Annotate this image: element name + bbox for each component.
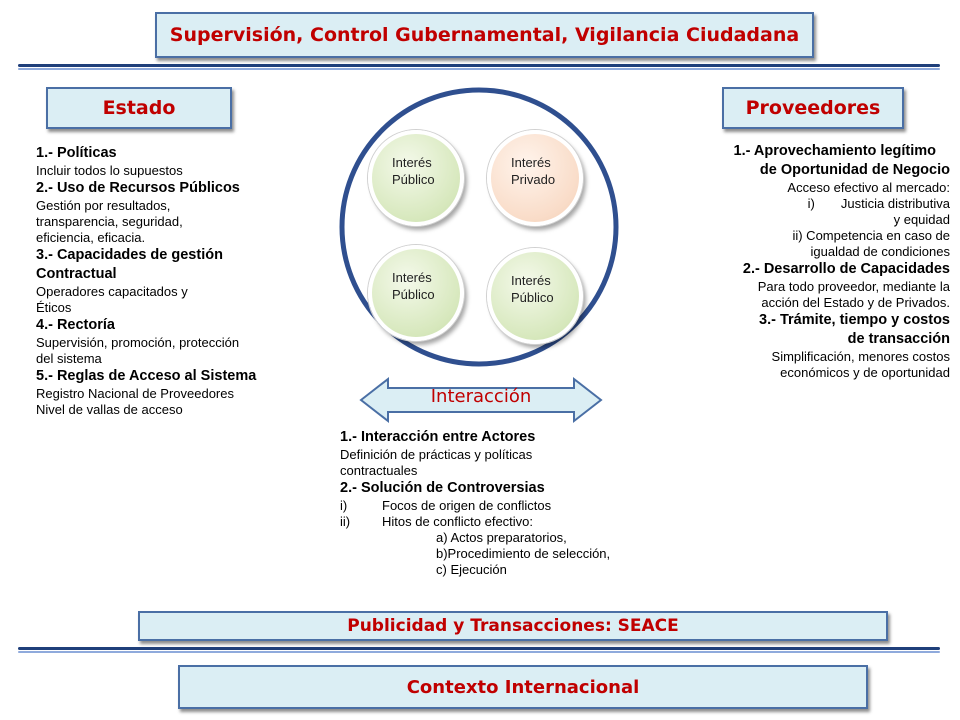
proveedores-item-3-heading: 3.- Trámite, tiempo y costos [759, 312, 950, 328]
proveedores-item-2-line: acción del Estado y de Privados. [761, 295, 950, 310]
estado-item-4-line: del sistema [36, 351, 102, 366]
proveedores-item-1-line: ii) Competencia en caso de [792, 228, 950, 243]
estado-item-3-line: Éticos [36, 300, 72, 315]
estado-item-3-heading: Contractual [36, 266, 117, 282]
node-interes-publico: Interés Público [368, 130, 464, 226]
proveedores-item-3-line: Simplificación, menores costos [771, 349, 950, 364]
proveedores-item-3-line: económicos y de oportunidad [780, 365, 950, 380]
interaccion-sub-item: b)Procedimiento de selección, [436, 546, 611, 561]
header-title: Supervisión, Control Gubernamental, Vigi… [169, 24, 800, 46]
proveedores-item-2-line: Para todo proveedor, mediante la [757, 279, 950, 294]
interaction-circle [339, 87, 619, 367]
estado-item-5-line: Nivel de vallas de acceso [36, 402, 183, 417]
proveedores-item-1-line: Acceso efectivo al mercado: [787, 180, 950, 195]
node-interes-publico: Interés Público [487, 248, 583, 344]
proveedores-item-2-heading: 2.- Desarrollo de Capacidades [742, 261, 950, 277]
node-label-line: Interés [392, 155, 432, 170]
roman-text: Focos de origen de conflictos [382, 498, 552, 513]
interaccion-item-1-heading: 1.- Interacción entre Actores [340, 429, 536, 445]
bottom-divider [18, 647, 940, 653]
estado-item-2-line: Gestión por resultados, [36, 198, 171, 213]
roman-text: Hitos de conflicto efectivo: [382, 514, 534, 529]
node-label-line: Privado [511, 172, 556, 187]
node-interes-privado: Interés Privado [487, 130, 583, 226]
roman-key: i) [340, 498, 348, 513]
contexto-title-box: Contexto Internacional [178, 665, 868, 709]
proveedores-item-1-heading: 1.- Aprovechamiento legítimo [733, 143, 937, 159]
node-label-line: Público [392, 172, 435, 187]
node-interes-publico: Interés Público [368, 245, 464, 341]
proveedores-title: Proveedores [745, 97, 881, 119]
proveedores-list: 1.- Aprovechamiento legítimo de Oportuni… [662, 142, 951, 381]
interaccion-sub-item: c) Ejecución [436, 562, 507, 577]
proveedores-item-1-line: y equidad [893, 212, 950, 227]
proveedores-item-3-heading: de transacción [847, 331, 950, 347]
interaccion-list: 1.- Interacción entre Actores Definición… [340, 428, 660, 578]
node-label-line: Interés [392, 270, 432, 285]
interaccion-item-2-heading: 2.- Solución de Controversias [340, 480, 545, 496]
interaccion-sub-item: a) Actos preparatorios, [436, 530, 567, 545]
estado-item-3-heading: 3.- Capacidades de gestión [36, 247, 223, 263]
interaccion-item-1-line: contractuales [340, 463, 418, 478]
estado-item-5-line: Registro Nacional de Proveedores [36, 386, 234, 401]
estado-item-5-heading: 5.- Reglas de Acceso al Sistema [36, 368, 257, 384]
estado-item-2-line: transparencia, seguridad, [36, 214, 183, 229]
estado-item-3-line: Operadores capacitados y [36, 284, 188, 299]
interaccion-roman-item: ii) Hitos de conflicto efectivo: [340, 514, 660, 530]
interaction-double-arrow [359, 376, 603, 424]
node-label-line: Público [392, 287, 435, 302]
node-label-line: Interés [511, 155, 551, 170]
estado-item-2-heading: 2.- Uso de Recursos Públicos [36, 180, 240, 196]
roman-text: Justicia distributiva [840, 196, 950, 211]
top-divider [18, 64, 940, 70]
interaccion-item-1-line: Definición de prácticas y políticas [340, 447, 533, 462]
estado-title-box: Estado [46, 87, 232, 129]
estado-item-1-heading: 1.- Políticas [36, 145, 117, 161]
estado-title: Estado [102, 97, 176, 119]
estado-item-2-line: eficiencia, eficacia. [36, 230, 146, 245]
seace-title: Publicidad y Transacciones: SEACE [347, 616, 679, 636]
estado-item-4-heading: 4.- Rectoría [36, 317, 115, 333]
header-title-box: Supervisión, Control Gubernamental, Vigi… [155, 12, 814, 58]
estado-list: 1.- Políticas Incluir todos lo supuestos… [36, 144, 336, 418]
interaction-label: Interacción [430, 386, 532, 407]
proveedores-item-1-roman: i) Justicia distributiva [662, 196, 950, 212]
node-label-line: Público [511, 290, 554, 305]
estado-item-4-line: Supervisión, promoción, protección [36, 335, 240, 350]
roman-key: ii) [340, 514, 351, 529]
proveedores-item-1-line: igualdad de condiciones [810, 244, 951, 259]
proveedores-title-box: Proveedores [722, 87, 904, 129]
proveedores-item-1-heading: de Oportunidad de Negocio [759, 162, 950, 178]
contexto-title: Contexto Internacional [406, 676, 640, 698]
interaccion-roman-item: i) Focos de origen de conflictos [340, 498, 660, 514]
roman-key: i) [807, 196, 815, 211]
estado-item-1-line: Incluir todos lo supuestos [36, 163, 183, 178]
seace-title-box: Publicidad y Transacciones: SEACE [138, 611, 888, 641]
node-label-line: Interés [511, 273, 551, 288]
